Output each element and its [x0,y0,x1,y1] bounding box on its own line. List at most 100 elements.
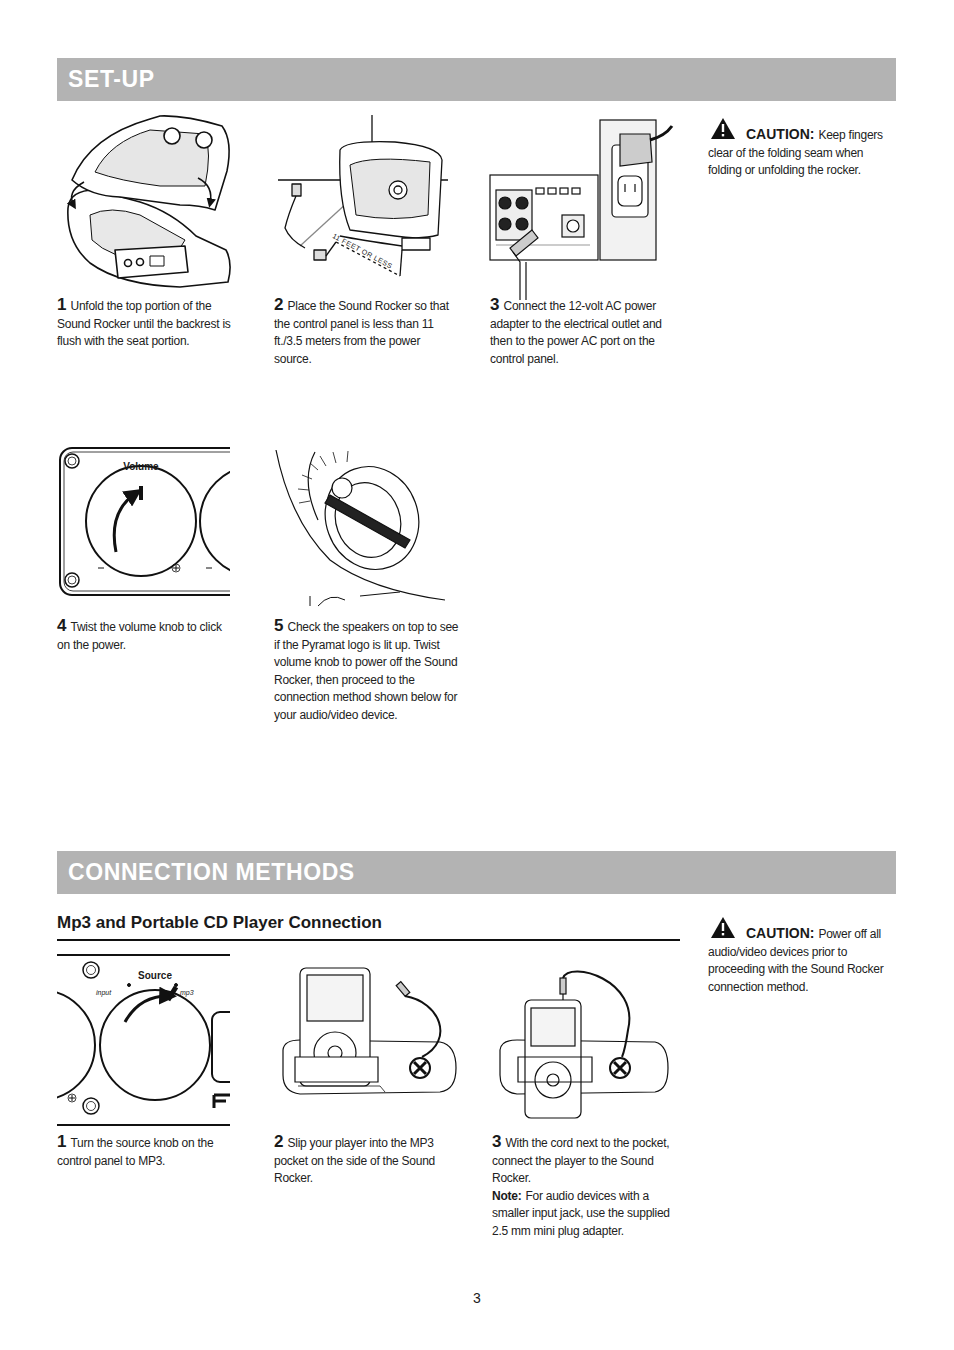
source-knob-figure-part [128,984,131,987]
power-connection-figure-part [620,134,652,166]
power-connection-figure-part [562,215,584,237]
step-caption: 1Unfold the top portion of the Sound Roc… [57,296,232,350]
heading-rule [57,939,680,941]
source-knob-figure-part [125,996,170,1022]
placement-figure-part [402,238,430,250]
knob-label: Source [120,966,190,983]
volume-knob-figure-part [114,493,136,552]
source-knob-figure-part [100,990,210,1100]
paragraph: 1Turn the source knob on the control pan… [57,1133,235,1169]
step-caption: 1Turn the source knob on the control pan… [57,1133,235,1169]
rocker-fold-figure [68,116,230,287]
mp3-connect-figure-part [614,1062,626,1074]
source-knob-figure-part [175,984,178,987]
power-connection-figure-part [516,197,528,209]
subsection-heading: Mp3 and Portable CD Player Connection [57,915,679,932]
paragraph: input [96,982,126,999]
panel-label: Source [138,970,172,981]
volume-knob-figure-part [206,568,212,569]
volume-knob-figure-part [65,454,79,468]
step-number: 5 [274,616,283,635]
rocker-fold-figure-part [125,260,132,267]
section-title: Mp3 and Portable CD Player Connection [57,913,382,932]
speaker-logo-figure-part [325,495,410,548]
paragraph: 2Slip your player into the MP3 pocket on… [274,1133,456,1187]
paragraph: 3With the cord next to the pocket, conne… [492,1133,680,1187]
paragraph: 4Twist the volume knob to click on the p… [57,617,235,653]
volume-knob-figure-part [86,466,196,576]
caution-icon-part [711,118,735,139]
power-connection-figure-part [496,244,590,245]
paragraph: 5Check the speakers on top to see if the… [274,617,464,723]
mp3-pocket-figure [283,968,456,1094]
volume-knob-figure-part [172,564,180,572]
rocker-fold-figure-part [72,182,84,206]
section-band: CONNECTION METHODS [57,851,896,894]
source-knob-figure-part [57,990,95,1100]
power-connection-figure-part [490,175,598,260]
power-connection-figure-part [496,190,532,240]
power-connection-figure-part [624,184,625,192]
placement-figure [278,115,448,276]
rocker-fold-figure-part [196,132,212,148]
rocker-fold-figure-part [164,128,180,144]
body-text: Place the Sound Rocker so that the contr… [274,299,449,366]
paragraph: 1Unfold the top portion of the Sound Roc… [57,296,232,350]
mp3-connect-figure-part [610,1058,630,1078]
placement-figure-part [285,196,305,248]
mp3-pocket-figure-part [396,982,410,997]
caution-icon [711,118,735,139]
speaker-logo-figure-part [332,478,352,498]
power-connection-figure-part [510,230,538,256]
knob-position-label: mp3 [180,982,210,999]
mp3-connect-figure-part [525,1000,581,1118]
speaker-logo-figure [276,450,445,606]
panel-marking: mp3 [180,989,194,996]
mp3-connect-figure-part [560,978,566,994]
page-number: 3 [462,1290,492,1307]
step-number: 1 [57,1132,66,1151]
rocker-fold-figure-part [137,259,144,266]
volume-knob-figure-part [64,452,230,591]
source-knob-figure-part [83,962,99,978]
panel-label: Volume [123,461,158,472]
step-number: 4 [57,616,66,635]
placement-figure-part [400,250,402,276]
caution-icon-part [722,124,724,132]
paragraph: Source [120,966,190,983]
panel-marking: input [96,989,111,996]
section-band: SET-UP [57,58,896,101]
paragraph: CAUTION:Keep fingers clear of the foldin… [708,126,894,179]
mp3-connect-figure-part [562,994,563,1000]
placement-figure-part [340,142,442,238]
mp3-connect-figure-part [531,1008,575,1046]
paragraph: 3Connect the 12-volt AC power adapter to… [490,296,678,367]
body-text: With the cord next to the pocket, connec… [492,1136,669,1185]
mp3-pocket-figure-part [405,996,440,1057]
step-caption: 2Slip your player into the MP3 pocket on… [274,1133,456,1187]
body-text: Unfold the top portion of the Sound Rock… [57,299,231,348]
power-connection-figure-part [499,218,511,230]
power-connection-figure-part [572,188,580,194]
step-caption: 3With the cord next to the pocket, conne… [492,1133,680,1239]
placement-figure-part [336,242,400,276]
body-text: Check the speakers on top to see if the … [274,620,458,722]
step-number: 3 [490,295,499,314]
power-connection-figure-part [650,126,672,140]
volume-knob-figure-part [68,457,76,465]
rocker-fold-figure-part [95,130,209,186]
speaker-logo-figure-part-part [347,451,348,462]
caution-note: CAUTION:Keep fingers clear of the foldin… [708,126,894,179]
caution-label: CAUTION: [746,126,814,142]
speaker-logo-figure-part [276,450,445,600]
rocker-fold-figure-part [115,246,188,278]
knob-position-label: input [96,982,126,999]
volume-knob-figure [60,448,230,595]
step-caption: 2Place the Sound Rocker so that the cont… [274,296,456,367]
mp3-connect-figure-part [547,1074,559,1086]
paragraph: 3 [462,1290,492,1307]
power-connection-figure-part [567,220,579,232]
caution-icon [711,917,735,938]
rocker-fold-figure-part [150,256,164,266]
